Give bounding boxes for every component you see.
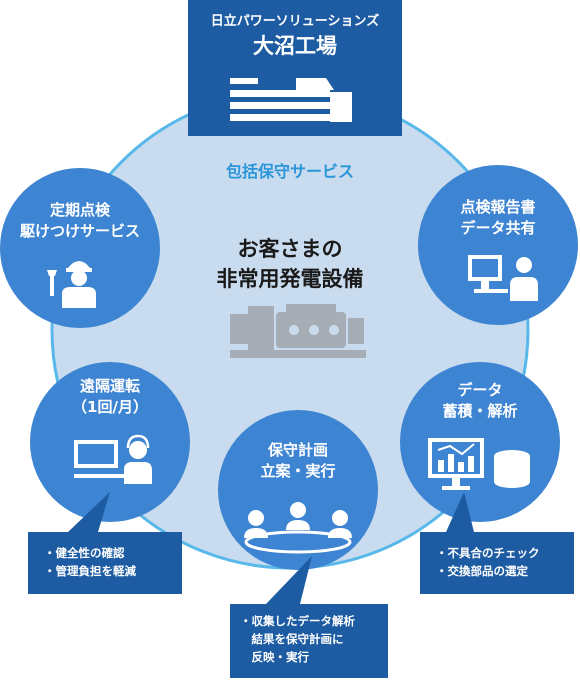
person-at-computer-icon — [468, 255, 538, 301]
center-title-line2: 非常用発電設備 — [216, 267, 364, 291]
node-plan-line2: 立案・実行 — [260, 462, 336, 480]
node-plan: 保守計画 立案・実行 — [218, 410, 378, 570]
node-data-line1: データ — [457, 381, 503, 399]
node-remote: 遠隔運転 （1回/月） — [30, 362, 190, 522]
node-report: 点検報告書 データ共有 — [418, 165, 578, 325]
callout-plan-line3: 反映・実行 — [240, 650, 309, 664]
callout-data-line2: ・交換部品の選定 — [436, 564, 528, 578]
callout-remote-line2: ・管理負担を軽減 — [44, 564, 136, 578]
callout-data-line1: ・不具合のチェック — [436, 546, 540, 560]
factory-box: 日立パワーソリューションズ 大沼工場 — [188, 0, 402, 136]
callout-plan-line2: 結果を保守計画に — [240, 632, 344, 646]
node-plan-line1: 保守計画 — [267, 441, 328, 459]
callout-remote-shape — [28, 492, 182, 594]
factory-building-icon — [230, 78, 352, 122]
callout-data-text: ・不具合のチェック ・交換部品の選定 — [436, 544, 540, 580]
node-data-label: データ 蓄積・解析 — [400, 380, 560, 422]
callout-remote-text: ・健全性の確認 ・管理負担を軽減 — [44, 544, 136, 580]
callout-plan-text: ・収集したデータ解析 結果を保守計画に 反映・実行 — [240, 612, 355, 666]
callout-plan-shape — [230, 556, 388, 678]
center-title: お客さまの 非常用発電設備 — [170, 234, 410, 294]
node-plan-label: 保守計画 立案・実行 — [218, 440, 378, 482]
chart-and-database-icon — [428, 438, 530, 490]
node-inspection-label: 定期点検 駆けつけサービス — [0, 200, 160, 242]
callout-data: ・不具合のチェック ・交換部品の選定 — [420, 492, 574, 594]
callout-plan-line1: ・収集したデータ解析 — [240, 614, 355, 628]
node-report-line1: 点検報告書 — [460, 198, 536, 216]
node-inspection-line2: 駆けつけサービス — [19, 222, 140, 240]
operator-with-headset-icon — [74, 434, 152, 484]
node-data: データ 蓄積・解析 — [400, 362, 560, 522]
callout-remote: ・健全性の確認 ・管理負担を軽減 — [28, 492, 182, 594]
center-title-line1: お客さまの — [237, 237, 343, 261]
worker-with-wrench-icon — [47, 261, 96, 308]
meeting-table-icon — [244, 502, 352, 554]
node-inspection-line1: 定期点検 — [49, 201, 110, 219]
factory-name: 大沼工場 — [253, 34, 337, 58]
callout-plan: ・収集したデータ解析 結果を保守計画に 反映・実行 — [230, 556, 388, 678]
node-remote-line1: 遠隔運転 — [79, 377, 140, 395]
node-remote-label: 遠隔運転 （1回/月） — [30, 376, 190, 418]
node-report-label: 点検報告書 データ共有 — [418, 197, 578, 239]
node-data-line2: 蓄積・解析 — [442, 402, 518, 420]
node-report-line2: データ共有 — [460, 219, 536, 237]
node-inspection: 定期点検 駆けつけサービス — [0, 168, 160, 328]
callout-remote-line1: ・健全性の確認 — [44, 546, 125, 560]
node-remote-line2: （1回/月） — [72, 398, 148, 416]
callout-data-shape — [420, 492, 574, 594]
factory-company: 日立パワーソリューションズ — [210, 14, 380, 29]
generator-engine-icon — [230, 304, 366, 358]
service-label: 包括保守サービス — [225, 162, 354, 181]
